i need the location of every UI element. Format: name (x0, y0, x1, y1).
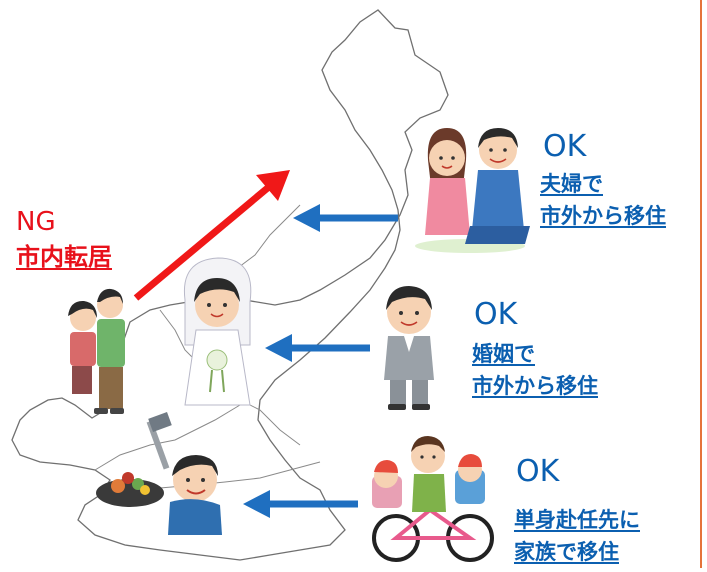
case-family-status: OK (516, 454, 560, 489)
right-border-line (700, 0, 702, 568)
ng-arrow (133, 183, 273, 301)
cooking-man-illustration (96, 412, 222, 535)
case-couple-status: OK (543, 129, 587, 164)
case-marriage-status: OK (474, 297, 518, 332)
case-marriage-line2: 市外から移住 (472, 374, 598, 398)
case-family-line1: 単身赴任先に (514, 508, 640, 532)
sitting-couple-illustration (415, 128, 530, 253)
ng-arrow-head (256, 170, 290, 201)
bride-illustration (183, 257, 252, 406)
arrow-couple-head (293, 204, 320, 232)
arrows (133, 170, 398, 518)
case-marriage-line1: 婚姻で (472, 342, 535, 366)
case-couple-line1: 夫婦で (540, 172, 603, 196)
ng-title: NG (16, 207, 56, 237)
family-bicycle-illustration (372, 436, 494, 562)
city-map-outline (11, 9, 449, 561)
arrow-family-head (243, 490, 270, 518)
case-couple-line2: 市外から移住 (540, 204, 666, 228)
arrow-marriage-head (265, 334, 292, 362)
ng-description: 市内転居 (16, 243, 112, 271)
case-family-line2: 家族で移住 (514, 540, 619, 564)
couple-moving-illustration (68, 288, 125, 414)
groom-illustration (384, 286, 434, 410)
